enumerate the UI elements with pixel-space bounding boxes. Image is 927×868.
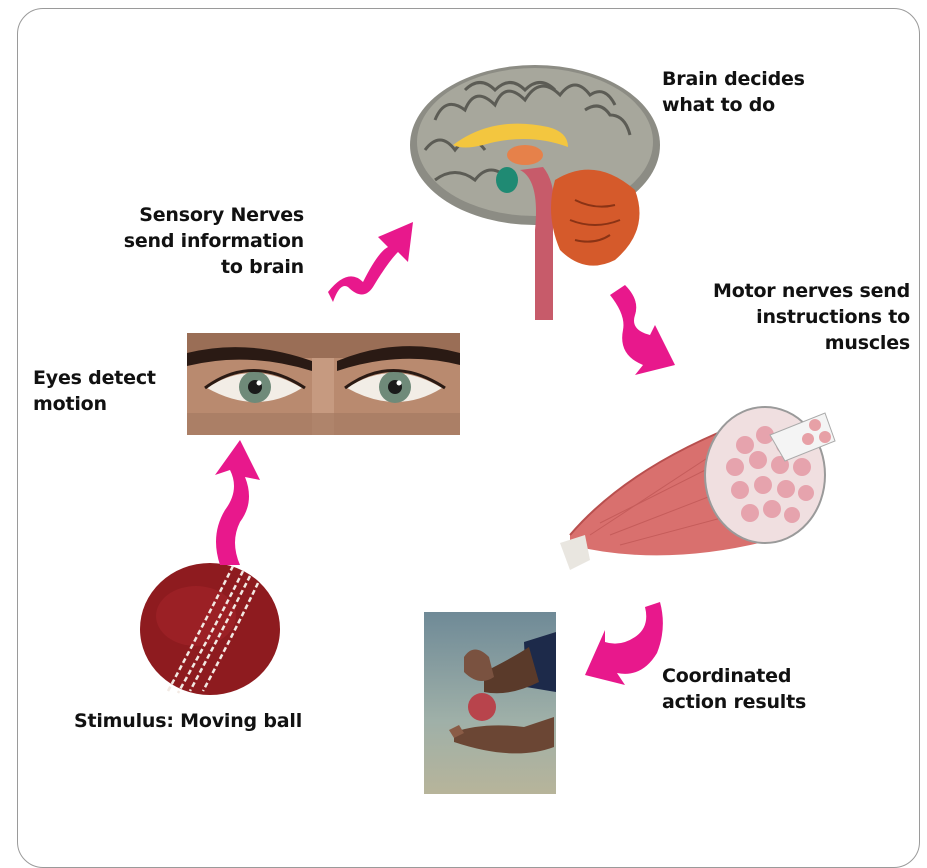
- stimulus-label: Stimulus: Moving ball: [74, 708, 302, 734]
- eyes-detect-label: Eyes detect motion: [33, 365, 156, 417]
- arrow-ball-to-eyes-icon: [200, 440, 270, 565]
- hands-catching-ball-icon: [424, 612, 556, 794]
- coordinated-action-label: Coordinated action results: [662, 663, 806, 715]
- cricket-ball-icon: [138, 561, 283, 696]
- sensory-nerves-label: Sensory Nerves send information to brain: [100, 202, 304, 280]
- muscle-icon: [560, 405, 840, 585]
- motor-nerves-label: Motor nerves send instructions to muscle…: [650, 278, 910, 356]
- brain-decides-label: Brain decides what to do: [662, 66, 805, 118]
- arrow-eyes-to-brain-icon: [318, 222, 413, 310]
- eyes-icon: [187, 333, 460, 435]
- arrow-muscle-to-action-icon: [585, 602, 670, 687]
